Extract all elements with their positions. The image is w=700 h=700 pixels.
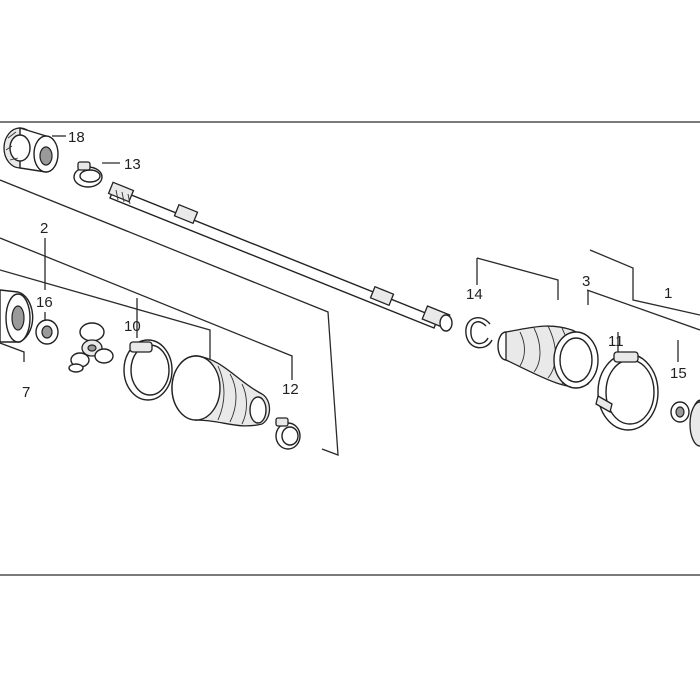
diagram-frame xyxy=(0,121,700,576)
part-tripod-spider xyxy=(68,322,114,373)
callout-13: 13 xyxy=(124,156,141,173)
part-small-clamp xyxy=(73,161,103,188)
callout-15: 15 xyxy=(670,365,687,382)
callout-12: 12 xyxy=(282,381,299,398)
callout-16: 16 xyxy=(36,294,53,311)
callout-10: 10 xyxy=(124,318,141,335)
part-intermediate-shaft xyxy=(107,181,453,332)
part-joint-boot xyxy=(171,355,271,427)
part-inner-joint-housing xyxy=(0,289,34,343)
callout-11: 11 xyxy=(608,333,624,350)
callout-7: 7 xyxy=(22,384,30,401)
assembly-bracket-lines xyxy=(0,179,700,456)
part-outer-joint-housing xyxy=(3,127,59,173)
callout-3: 3 xyxy=(582,273,590,290)
part-ring xyxy=(35,319,59,345)
part-band-clamp xyxy=(123,339,173,401)
part-joint-boot-right xyxy=(497,325,599,389)
part-ring-right xyxy=(670,401,690,423)
part-small-clamp-left xyxy=(275,417,301,450)
part-band-clamp-right xyxy=(595,351,659,431)
callout-18: 18 xyxy=(68,129,85,146)
part-outer-joint-right xyxy=(689,399,700,447)
callout-1: 1 xyxy=(664,285,672,302)
part-snap-ring xyxy=(465,316,493,349)
callout-2: 2 xyxy=(40,220,48,237)
callout-14: 14 xyxy=(466,286,483,303)
